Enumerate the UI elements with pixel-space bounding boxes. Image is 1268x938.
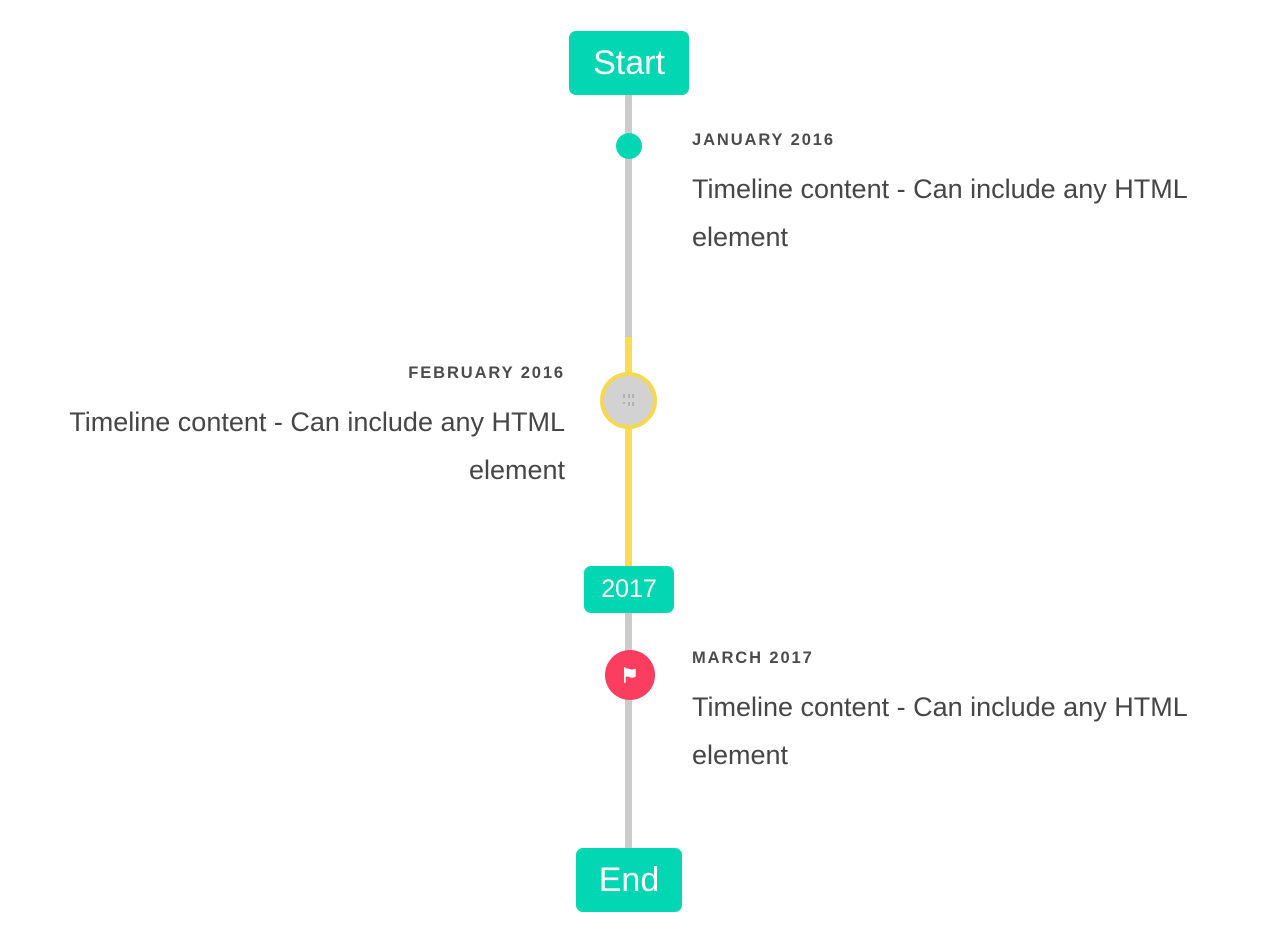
timeline-entry-date: February 2016 [408, 364, 565, 382]
timeline-start-badge[interactable]: Start [569, 31, 689, 95]
broken-image-icon [619, 391, 639, 411]
timeline-marker-february[interactable] [600, 372, 657, 429]
timeline-entry-body: Timeline content - Can include any HTML … [69, 406, 565, 485]
timeline-entry-march: March 2017 Timeline content - Can includ… [692, 649, 1222, 779]
timeline-marker-january[interactable] [616, 133, 642, 159]
timeline-marker-march[interactable] [605, 650, 655, 700]
flag-icon [619, 664, 641, 686]
timeline-line-segment-grey-top [625, 88, 632, 350]
timeline-entry-february: February 2016 Timeline content - Can inc… [16, 364, 565, 494]
timeline-entry-body: Timeline content - Can include any HTML … [692, 691, 1187, 770]
timeline-end-badge[interactable]: End [576, 848, 682, 912]
timeline-line-segment-yellow [625, 337, 632, 575]
timeline-line-segment-grey-bottom [625, 605, 632, 863]
timeline-year-badge[interactable]: 2017 [584, 566, 674, 613]
timeline-entry-body: Timeline content - Can include any HTML … [692, 173, 1187, 252]
timeline-entry-date: January 2016 [692, 131, 835, 149]
timeline-entry-date: March 2017 [692, 649, 814, 667]
timeline-entry-january: January 2016 Timeline content - Can incl… [692, 131, 1222, 261]
